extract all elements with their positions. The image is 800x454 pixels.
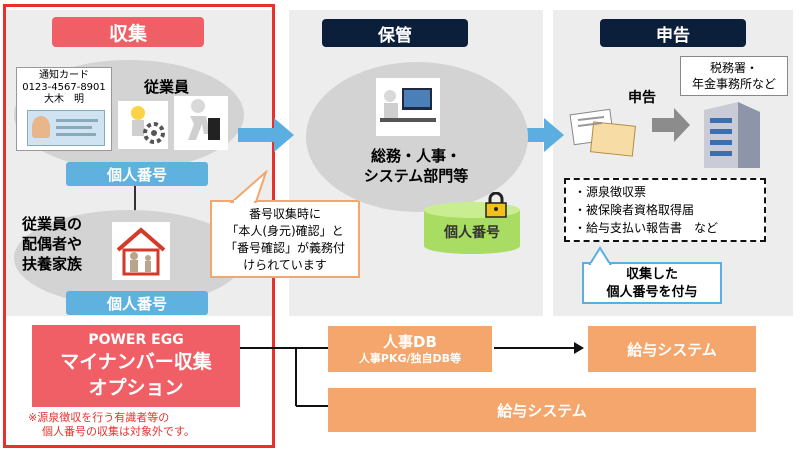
callout-line-1: 番号収集時に (248, 207, 321, 221)
documents-icon (568, 108, 638, 160)
card-title: 通知カード (39, 70, 89, 81)
db-label: 個人番号 (444, 225, 500, 241)
family-label-line-3: 扶養家族 (22, 255, 83, 273)
department-line-2: システム部門等 (363, 167, 469, 185)
note-line-2: 個人番号の収集は対象外です。 (42, 425, 195, 438)
employee-label: 従業員 (144, 78, 190, 96)
collection-note: ※源泉徴収を行う有識者等の 個人番号の収集は対象外です。 (28, 411, 258, 439)
tax-office-line-2: 年金事務所など (691, 77, 776, 91)
hr-db-title: 人事DB (383, 332, 437, 351)
arrow-hr-to-payroll (494, 342, 584, 354)
attach-line-1: 収集した (625, 267, 678, 282)
payroll-system-box-1: 給与システム (588, 326, 756, 372)
connector-line (134, 186, 136, 232)
family-label-line-1: 従業員の (22, 215, 83, 233)
department-line-1: 総務・人事・ (370, 147, 461, 165)
option-box: POWER EGG マイナンバー収集 オプション (32, 325, 240, 407)
storage-header: 保管 (322, 19, 468, 47)
note-line-1: ※源泉徴収を行う有識者等の (28, 411, 170, 424)
lock-icon (484, 191, 508, 218)
collect-header: 収集 (52, 17, 204, 47)
businessman-icon (174, 96, 228, 150)
attach-callout-pointer (588, 246, 612, 266)
option-line-1: POWER EGG (88, 332, 184, 348)
report-documents-list: ・源泉徴収票 ・被保険者資格取得届 ・給与支払い報告書 など (564, 178, 766, 242)
hr-db-sub: 人事PKG/独自DB等 (358, 351, 462, 365)
callout-line-3: 「番号確認」が義務付 (224, 241, 345, 255)
doc-item-3: ・給与支払い報告書 など (574, 221, 719, 235)
personal-number-db-icon (424, 202, 520, 254)
tax-office-box: 税務署・ 年金事務所など (680, 56, 788, 96)
option-line-3: オプション (88, 377, 184, 399)
callout-pointer (229, 170, 268, 204)
callout-line-4: けられています (243, 258, 327, 272)
family-label-line-2: 配偶者や (22, 235, 83, 253)
department-label: 総務・人事・ システム部門等 (330, 146, 502, 186)
family-house-icon (112, 222, 170, 280)
payroll-system-box-2: 給与システム (328, 388, 756, 432)
building-icon (694, 98, 766, 172)
card-number: 0123-4567-8901 (22, 82, 106, 93)
personal-number-pill-1: 個人番号 (66, 162, 208, 186)
attach-number-callout: 収集した 個人番号を付与 (582, 262, 722, 304)
family-label: 従業員の 配偶者や 扶養家族 (22, 214, 82, 274)
arrow-storage-to-report (508, 118, 564, 152)
notification-card: 通知カード 0123-4567-8901 大木 明 (16, 67, 112, 151)
option-line-2: マイナンバー収集 (60, 351, 212, 373)
report-header: 申告 (600, 19, 746, 47)
office-worker-icon (376, 78, 440, 136)
personal-number-pill-2: 個人番号 (66, 291, 208, 315)
requirement-callout: 番号収集時に 「本人(身元)確認」と 「番号確認」が義務付 けられています (210, 200, 360, 278)
filing-label: 申告 (628, 90, 656, 106)
card-photo-icon (27, 110, 105, 146)
attach-line-2: 個人番号を付与 (606, 285, 698, 300)
tax-office-line-1: 税務署・ (709, 61, 758, 75)
doc-item-2: ・被保険者資格取得届 (574, 203, 695, 217)
callout-line-2: 「本人(身元)確認」と (226, 224, 344, 238)
doc-item-1: ・源泉徴収票 (574, 185, 647, 199)
hr-db-box: 人事DB 人事PKG/独自DB等 (328, 326, 492, 372)
arrow-collect-to-storage (238, 118, 294, 152)
worker-gear-icon (118, 101, 168, 149)
arrow-to-tax-office (652, 108, 690, 142)
card-name: 大木 明 (44, 94, 84, 105)
